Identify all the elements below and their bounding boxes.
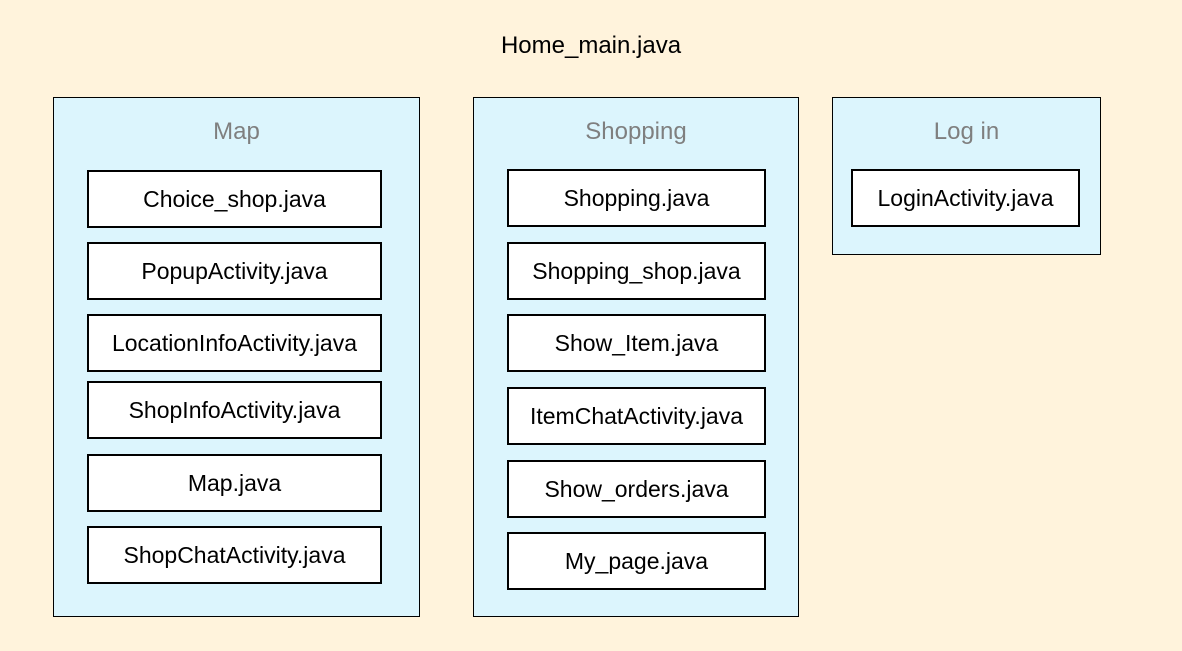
file-location-info-activity: LocationInfoActivity.java bbox=[87, 314, 382, 372]
file-show-item: Show_Item.java bbox=[507, 314, 766, 372]
file-my-page: My_page.java bbox=[507, 532, 766, 590]
file-item-chat-activity: ItemChatActivity.java bbox=[507, 387, 766, 445]
file-shopping-shop: Shopping_shop.java bbox=[507, 242, 766, 300]
group-login-title: Log in bbox=[933, 118, 1000, 145]
file-shop-chat-activity: ShopChatActivity.java bbox=[87, 526, 382, 584]
file-shop-info-activity: ShopInfoActivity.java bbox=[87, 381, 382, 439]
file-popup-activity: PopupActivity.java bbox=[87, 242, 382, 300]
group-shopping-title: Shopping bbox=[585, 118, 687, 145]
file-login-activity: LoginActivity.java bbox=[851, 169, 1080, 227]
file-show-orders: Show_orders.java bbox=[507, 460, 766, 518]
file-map: Map.java bbox=[87, 454, 382, 512]
group-login: Log in LoginActivity.java bbox=[832, 97, 1101, 255]
file-shopping: Shopping.java bbox=[507, 169, 766, 227]
group-map: Map Choice_shop.java PopupActivity.java … bbox=[53, 97, 420, 617]
group-shopping: Shopping Shopping.java Shopping_shop.jav… bbox=[473, 97, 799, 617]
file-choice-shop: Choice_shop.java bbox=[87, 170, 382, 228]
group-map-title: Map bbox=[213, 118, 260, 145]
diagram-title: Home_main.java bbox=[500, 32, 682, 59]
